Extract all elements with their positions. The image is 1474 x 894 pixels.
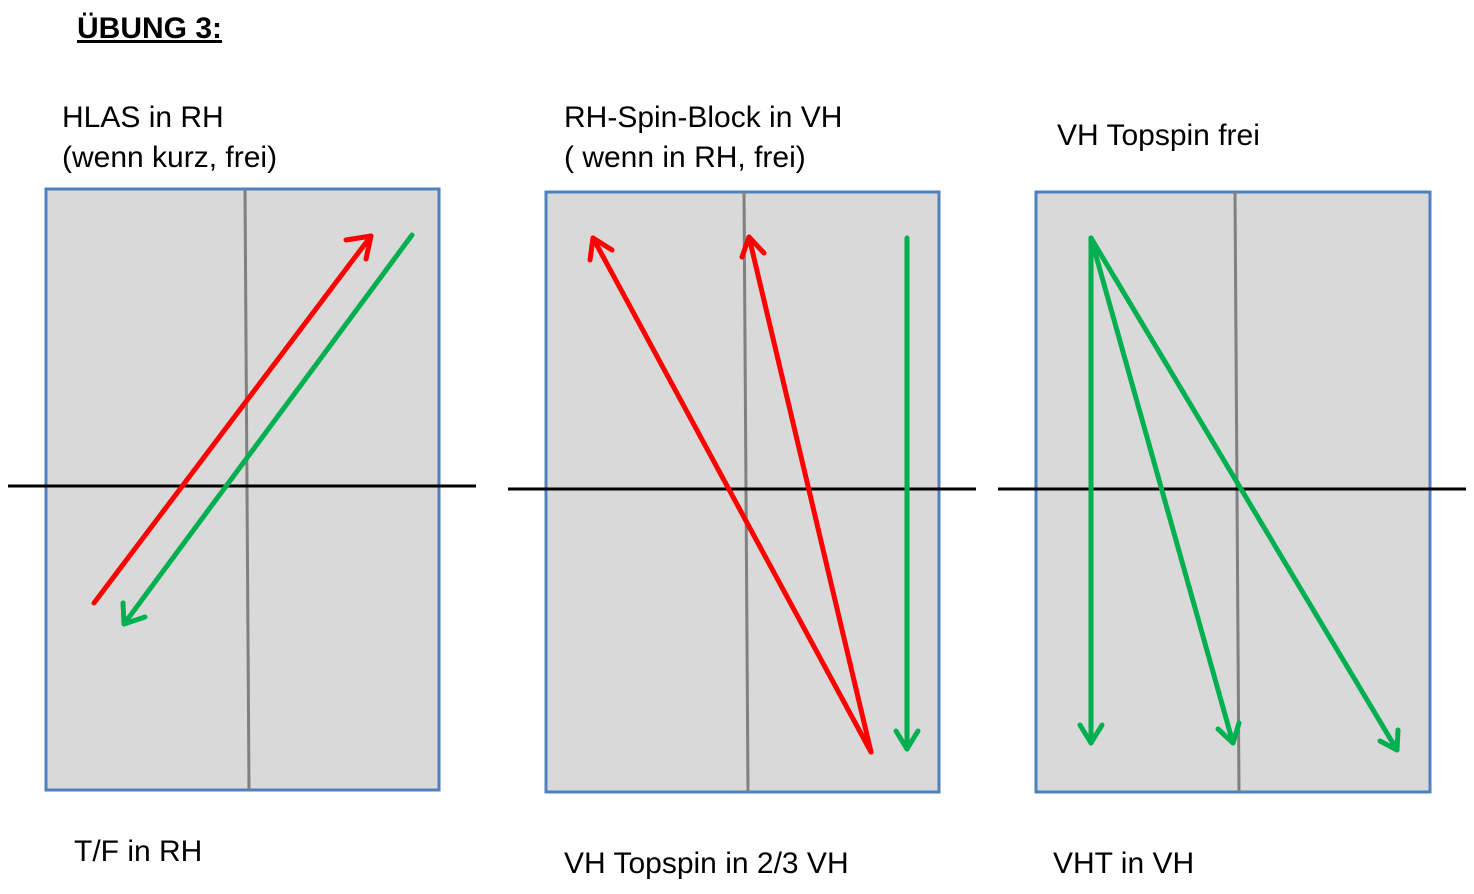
page-title: ÜBUNG 3:: [77, 12, 223, 45]
panel-3-top-label-line-1: VH Topspin frei: [1057, 119, 1260, 152]
panel-2-top-label-line-2: ( wenn in RH, frei): [564, 141, 806, 174]
panel-1-center-line: [243, 188, 251, 791]
panel-1-bottom-label: T/F in RH: [74, 835, 203, 868]
panel-1-red-arrow: [91, 233, 374, 606]
panel-3-green-arrow-diagonal: [1088, 235, 1401, 753]
panel-2-court: [544, 190, 941, 794]
panel-1-green-arrow: [120, 232, 415, 627]
panel-3-green-arrow-straight: [1077, 235, 1105, 746]
panel-2-court-diagram: [508, 190, 976, 794]
panel-2-center-line: [742, 191, 750, 793]
panel-2-red-arrow-right: [739, 234, 874, 755]
panel-1-top-label-line-2: (wenn kurz, frei): [62, 141, 278, 174]
panel-2-bottom-label: VH Topspin in 2/3 VH: [564, 847, 849, 880]
panel-1-court-diagram: [8, 187, 476, 792]
panel-2-green-arrow: [893, 235, 921, 752]
panel-3-bottom-label: VHT in VH: [1053, 847, 1195, 880]
panel-3-green-arrow-middle: [1088, 235, 1242, 746]
panel-2-top-label-line-1: RH-Spin-Block in VH: [564, 101, 843, 134]
panel-2-red-arrow-left: [587, 235, 874, 755]
panel-3-center-line: [1233, 191, 1241, 793]
panel-3-court-diagram: [998, 190, 1466, 794]
panel-1-top-label-line-1: HLAS in RH: [62, 101, 224, 134]
